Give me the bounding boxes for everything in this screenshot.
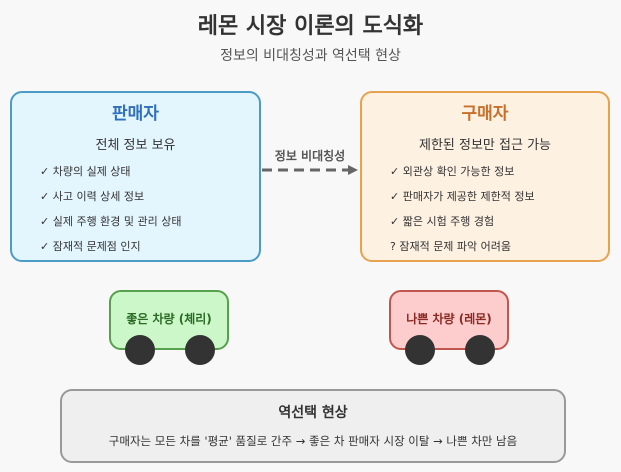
bad-car-label: 나쁜 차량 (레몬)	[406, 312, 492, 326]
good-car-label: 좋은 차량 (체리)	[126, 312, 212, 326]
seller-box: 판매자 전체 정보 보유 ✓ 차량의 실제 상태 ✓ 사고 이력 상세 정보 ✓…	[10, 91, 261, 262]
buyer-info-item: ✓ 판매자가 제공한 제한적 정보	[390, 190, 535, 203]
seller-info-item: ✓ 잠재적 문제점 인지	[40, 240, 141, 253]
wheel-icon	[405, 335, 435, 365]
buyer-summary: 제한된 정보만 접근 가능	[419, 138, 551, 153]
adverse-selection-heading: 역선택 현상	[278, 405, 348, 421]
seller-heading: 판매자	[112, 104, 159, 124]
seller-summary: 전체 정보 보유	[95, 138, 176, 153]
buyer-info-item: ✓ 짧은 시험 주행 경험	[390, 215, 495, 228]
buyer-info-item: ? 잠재적 문제 파악 어려움	[390, 240, 512, 253]
wheel-icon	[185, 335, 215, 365]
diagram-title: 레몬 시장 이론의 도식화	[197, 14, 424, 39]
diagram-subtitle: 정보의 비대칭성과 역선택 현상	[220, 48, 401, 64]
buyer-info-item: ✓ 외관상 확인 가능한 정보	[390, 165, 515, 178]
seller-info-item: ✓ 실제 주행 환경 및 관리 상태	[40, 215, 182, 228]
seller-info-item: ✓ 사고 이력 상세 정보	[40, 190, 145, 203]
bad-car: 나쁜 차량 (레몬)	[375, 280, 509, 365]
wheel-icon	[125, 335, 155, 365]
seller-info-list: ✓ 차량의 실제 상태 ✓ 사고 이력 상세 정보 ✓ 실제 주행 환경 및 관…	[40, 163, 182, 263]
dashed-arrow-icon	[262, 165, 358, 175]
wheel-icon	[465, 335, 495, 365]
buyer-info-list: ✓ 외관상 확인 가능한 정보 ✓ 판매자가 제공한 제한적 정보 ✓ 짧은 시…	[390, 163, 535, 263]
adverse-selection-text: 구매자는 모든 차를 '평균' 품질로 간주 → 좋은 차 판매자 시장 이탈 …	[108, 434, 518, 448]
buyer-heading: 구매자	[461, 104, 509, 124]
buyer-box: 구매자 제한된 정보만 접근 가능 ✓ 외관상 확인 가능한 정보 ✓ 판매자가…	[360, 91, 610, 262]
good-car: 좋은 차량 (체리)	[95, 280, 229, 365]
seller-info-item: ✓ 차량의 실제 상태	[40, 165, 131, 178]
adverse-selection-box: 역선택 현상 구매자는 모든 차를 '평균' 품질로 간주 → 좋은 차 판매자…	[60, 389, 566, 463]
asymmetry-label: 정보 비대칭성	[274, 149, 346, 163]
